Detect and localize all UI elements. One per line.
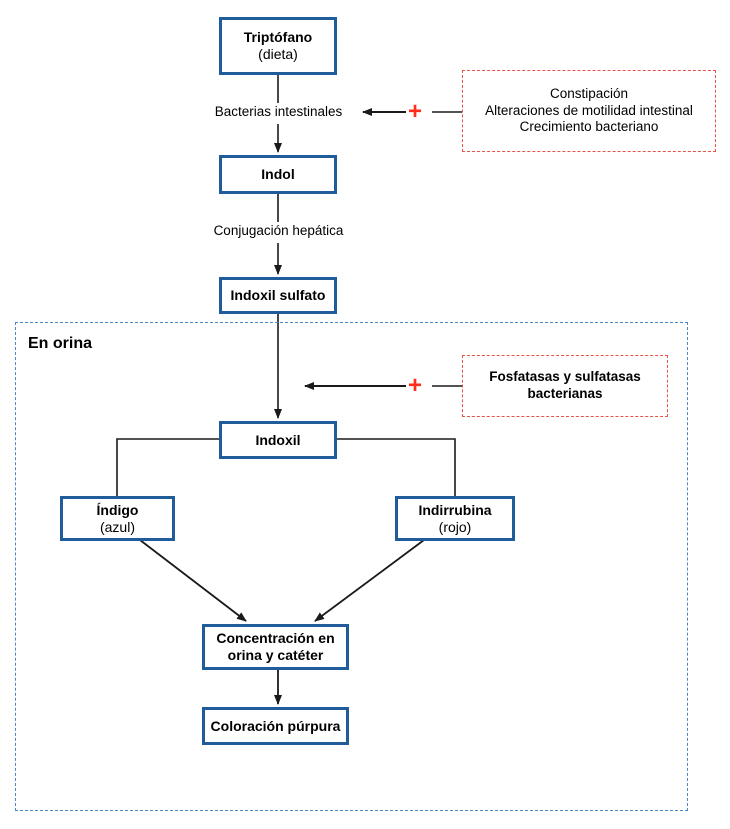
modifier-line-alteraciones-motilidad: Alteraciones de motilidad intestinal [485, 102, 693, 118]
node-indoxil-title: Indoxil [255, 431, 301, 448]
node-indoxil[interactable]: Indoxil [219, 421, 337, 459]
modifier-box-enzimas-bacterianas: Fosfatasas y sulfatasas bacterianas [462, 355, 668, 417]
modifier-line-bacterianas: bacterianas [527, 386, 603, 401]
node-indirrubina-title: Indirrubina [418, 501, 492, 518]
node-triptofano-title: Triptófano [243, 29, 313, 46]
node-triptofano-sub: (dieta) [258, 46, 298, 62]
node-concentracion-orina-cateter[interactable]: Concentración en orina y catéter [202, 624, 349, 670]
node-indirrubina[interactable]: Indirrubina (rojo) [395, 496, 515, 541]
modifier-line-fosfatasas-sulfatasas: Fosfatasas y sulfatasas [489, 369, 641, 385]
modifier-line-constipacion: Constipación [549, 85, 629, 101]
region-en-orina-label: En orina [25, 335, 96, 353]
node-indigo-sub: (azul) [99, 518, 135, 535]
plus-icon-factores-intestinales: + [408, 98, 423, 125]
node-indoxil-sulfato-title: Indoxil sulfato [230, 287, 326, 304]
modifier-box-factores-intestinales: Constipación Alteraciones de motilidad i… [462, 70, 716, 152]
node-coloracion-purpura-title: Coloración púrpura [210, 717, 341, 734]
node-concentracion-line1: Concentración en [216, 630, 335, 647]
modifier-line-crecimiento-bacteriano: Crecimiento bacteriano [519, 119, 659, 135]
connector-indoxil-indirrubina [337, 438, 456, 496]
node-indigo[interactable]: Índigo (azul) [60, 496, 175, 541]
node-indirrubina-sub: (rojo) [438, 518, 472, 535]
node-indol-title: Indol [261, 166, 295, 183]
region-en-orina [15, 322, 688, 811]
plus-icon-enzimas-bacterianas: + [408, 372, 423, 399]
node-triptofano[interactable]: Triptófano (dieta) [219, 17, 337, 75]
node-indol[interactable]: Indol [219, 155, 337, 194]
edge-label-conjugacion-hepatica: Conjugación hepática [213, 223, 344, 238]
node-indoxil-sulfato[interactable]: Indoxil sulfato [219, 277, 337, 314]
edge-label-bacterias-intestinales: Bacterias intestinales [214, 104, 343, 119]
node-coloracion-purpura[interactable]: Coloración púrpura [202, 707, 349, 745]
node-concentracion-line2: orina y catéter [227, 647, 324, 663]
connector-indoxil-indigo [116, 438, 219, 496]
connector-indirrubina-concentracion [314, 539, 425, 622]
node-indigo-title: Índigo [96, 501, 139, 518]
connector-indigo-concentracion [139, 539, 247, 622]
